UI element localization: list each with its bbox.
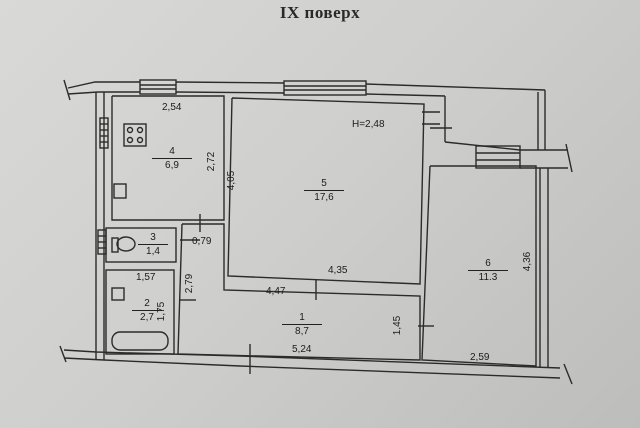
washbasin-icon: [111, 287, 125, 301]
dim-room6-depth: 4,36: [522, 251, 534, 272]
dim-kitchen-width: 2,54: [162, 102, 182, 113]
dim-hall-small: 1,45: [392, 315, 404, 336]
radiators: [97, 117, 109, 255]
room-number: 6: [485, 258, 491, 269]
room-3-label: 3 1,4: [138, 232, 168, 258]
ceiling-height-label: H=2,48: [352, 119, 385, 130]
room-number: 5: [321, 178, 327, 189]
bathtub-icon: [111, 331, 169, 351]
dim-bath-depth: 1,75: [156, 301, 168, 322]
room-area: 8,7: [282, 324, 322, 338]
floor-title: IX поверх: [279, 3, 361, 22]
room-number: 4: [169, 146, 175, 157]
room-area: 17,6: [304, 190, 344, 204]
fixtures: [111, 123, 169, 351]
room-number: 1: [299, 312, 305, 323]
room-area: 2,7: [132, 310, 162, 324]
toilet-icon: [116, 236, 136, 252]
room-4-label: 4 6,9: [152, 146, 192, 172]
room-5-label: 5 17,6: [304, 178, 344, 204]
door-marks: [59, 79, 573, 385]
kitchen-sink-icon: [113, 183, 127, 199]
room-number: 3: [150, 232, 156, 243]
dim-room5-width: 4,35: [328, 265, 348, 276]
dim-wc-width: 0,79: [192, 236, 212, 247]
room-number: 2: [144, 298, 150, 309]
windows: [139, 79, 521, 169]
dim-room6-width: 2,59: [470, 352, 490, 363]
room-area: 6,9: [152, 158, 192, 172]
stove-icon: [123, 123, 147, 147]
room-6-label: 6 11.3: [468, 258, 508, 284]
dim-corridor-length: 5,24: [292, 344, 312, 355]
dim-bath-width: 1,57: [136, 272, 156, 283]
dim-room5-depth: 4,05: [226, 170, 238, 191]
dim-kitchen-depth: 2,72: [206, 151, 218, 172]
room-2-label: 2 2,7: [132, 298, 162, 324]
dim-hall-depth: 2,79: [184, 273, 196, 294]
room-area: 11.3: [468, 270, 508, 284]
dim-hall-width: 4,47: [266, 286, 286, 297]
room-1-label: 1 8,7: [282, 312, 322, 338]
room-area: 1,4: [138, 244, 168, 258]
